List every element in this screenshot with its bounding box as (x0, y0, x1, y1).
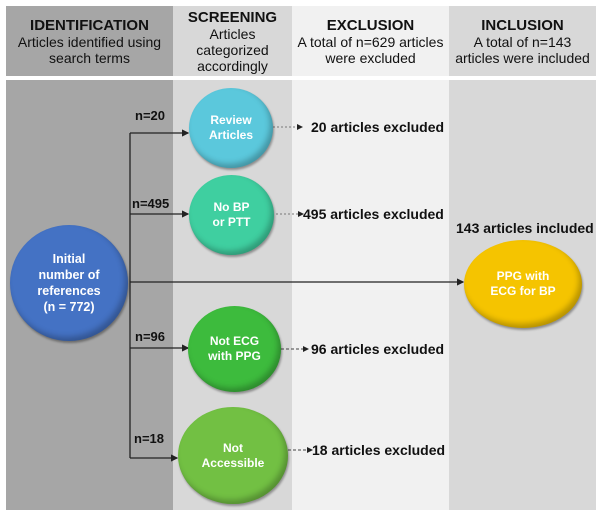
header-exclusion-line2: were excluded (325, 49, 416, 66)
screening-node-1-line1: Review (210, 113, 252, 127)
inclusion-node-line2: ECG for BP (490, 284, 556, 298)
screening-node-review-articles: Review Articles (189, 88, 273, 168)
inclusion-node: PPG with ECG for BP (464, 240, 582, 328)
screening-node-3-line2: with PPG (208, 349, 261, 363)
header-inclusion-line2: articles were included (455, 49, 590, 66)
exclusion-label-4: 18 articles excluded (312, 442, 446, 458)
screening-node-3-line1: Not ECG (209, 334, 260, 348)
screening-node-no-bp-or-ptt: No BP or PTT (189, 175, 274, 255)
header-inclusion: INCLUSION A total of n=143 articles were… (449, 6, 596, 76)
header-screening: SCREENING Articles categorized according… (173, 6, 292, 76)
source-node-line1: Initial (52, 252, 86, 266)
source-node-line4: (n = 772) (43, 300, 95, 314)
inclusion-node-line1: PPG with (496, 269, 550, 283)
header-identification-line1: Articles identified using (17, 33, 162, 50)
column-exclusion (292, 80, 449, 510)
header-inclusion-title: INCLUSION (481, 16, 564, 34)
exclusion-label-1: 20 articles excluded (311, 119, 445, 135)
branch-count-4: n=18 (134, 431, 164, 446)
header-screening-title: SCREENING (187, 8, 278, 26)
source-node-line2: number of (38, 268, 100, 282)
header-identification-title: IDENTIFICATION (30, 16, 149, 34)
inclusion-label: 143 articles included (456, 220, 594, 236)
screening-node-2-line1: No BP (213, 200, 250, 214)
header-identification: IDENTIFICATION Articles identified using… (6, 6, 173, 76)
header-screening-line1: Articles (209, 25, 256, 42)
header-exclusion: EXCLUSION A total of n=629 articles were… (292, 6, 449, 76)
exclusion-label-2: 495 articles excluded (303, 206, 444, 222)
screening-node-4-line1: Not (223, 440, 243, 455)
header-screening-line3: accordingly (197, 57, 268, 74)
screening-node-not-ecg-with-ppg: Not ECG with PPG (188, 306, 281, 392)
screening-node-4-line2: Accessible (201, 455, 265, 470)
branch-count-2: n=495 (132, 196, 170, 211)
screening-node-2-line2: or PTT (212, 215, 251, 229)
header-inclusion-line1: A total of n=143 (473, 33, 572, 50)
source-node: Initial number of references (n = 772) (10, 225, 128, 341)
exclusion-label-3: 96 articles excluded (311, 341, 445, 357)
header-identification-line2: search terms (49, 49, 130, 66)
header-exclusion-title: EXCLUSION (326, 16, 415, 34)
source-node-line3: references (37, 284, 101, 298)
screening-node-not-accessible: Not Accessible (178, 407, 288, 504)
header-screening-line2: categorized (196, 41, 269, 58)
branch-count-3: n=96 (135, 329, 165, 344)
screening-node-1-line2: Articles (208, 128, 254, 142)
header-exclusion-line1: A total of n=629 articles (297, 33, 444, 50)
branch-count-1: n=20 (135, 108, 165, 123)
